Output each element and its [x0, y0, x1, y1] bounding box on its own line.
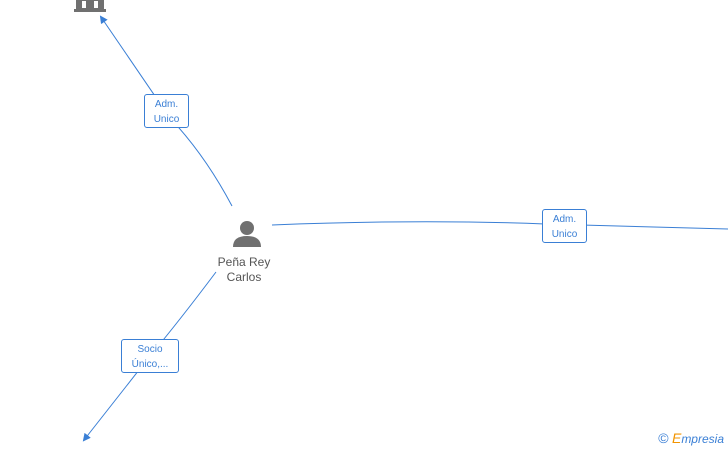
edge-label-right-line2: Unico	[551, 229, 578, 240]
edge-label-bottom-line1: Socio	[137, 344, 163, 355]
edge-right[interactable]	[271, 221, 728, 230]
edge-label-top-line1: Adm.	[154, 99, 179, 110]
edge-label-right[interactable]: Adm. Unico	[542, 209, 587, 243]
edge-label-top-line2: Unico	[153, 114, 180, 125]
person-icon[interactable]	[233, 221, 261, 247]
edge-label-right-line1: Adm.	[552, 214, 577, 225]
copyright-symbol: ©	[658, 430, 669, 446]
edge-label-bottom[interactable]: Socio Único,...	[121, 339, 179, 373]
edge-label-bottom-line2: Único,...	[131, 359, 169, 370]
edge-label-top[interactable]: Adm. Unico	[144, 94, 189, 128]
building-icon[interactable]	[74, 0, 106, 12]
person-name-line2: Carlos	[226, 270, 262, 284]
person-name-line1: Peña Rey	[217, 255, 271, 269]
person-name[interactable]: Peña Rey Carlos	[199, 255, 289, 285]
empresia-watermark: © Empresia	[658, 430, 724, 446]
brand-logo: Empresia	[671, 430, 724, 446]
